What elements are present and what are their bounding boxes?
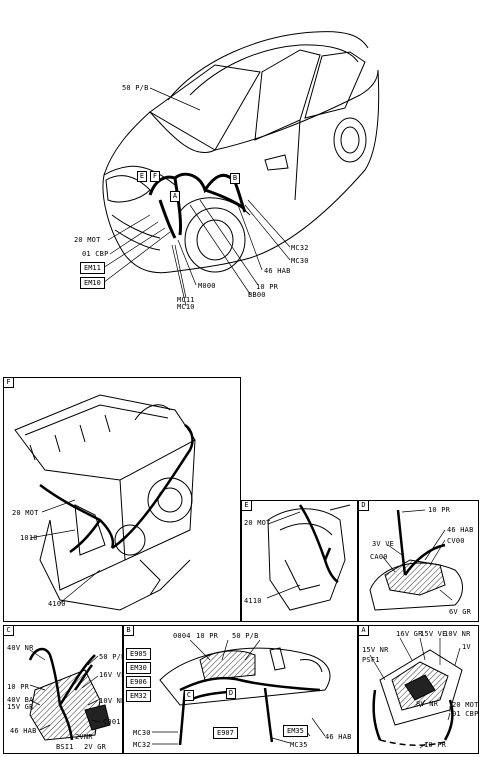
- connector-em30: EM30: [126, 662, 151, 674]
- panel-d-label-3v-ve: 3V VE: [372, 540, 395, 548]
- panel-a-label-15v-ve: 15V VE: [420, 630, 447, 638]
- panel-d-label-10-pr: 10 PR: [428, 506, 451, 514]
- label-20-mot: 20 MOT: [74, 236, 101, 244]
- panel-d-label-ca00: CA00: [370, 553, 388, 561]
- panel-c-letter: C: [4, 626, 14, 636]
- panel-c-label-2v-gr: 2V GR: [84, 743, 107, 751]
- panel-b-label-10-pr: 10 PR: [196, 632, 219, 640]
- connector-e907: E907: [213, 727, 238, 739]
- panel-a-label-15v-nr: 15V NR: [362, 646, 389, 654]
- tag-a: A: [170, 191, 180, 202]
- label-mc10: MC10: [177, 303, 195, 311]
- panel-c-label-50-pb: 50 P/B: [99, 653, 126, 661]
- label-mc11: MC11: [177, 296, 195, 304]
- panel-a-label-01-cbp: 01 CBP: [452, 710, 479, 718]
- label-10-pr: 10 PR: [256, 283, 279, 291]
- tag-e: E: [137, 171, 147, 182]
- panel-b-label-46-hab: 46 HAB: [325, 733, 352, 741]
- panel-a-label-10v-nr: 10V NR: [444, 630, 471, 638]
- panel-b-label-mc32: MC32: [133, 741, 151, 749]
- panel-c-label-40v-ba: 40V BA: [7, 696, 34, 704]
- label-mc32: MC32: [291, 244, 309, 252]
- panel-a-label-psf1: PSF1: [362, 656, 380, 664]
- connector-e906: E906: [126, 676, 151, 688]
- panel-f: F: [3, 377, 241, 622]
- label-46-hab: 46 HAB: [264, 267, 291, 275]
- connector-em10: EM10: [80, 277, 105, 289]
- panel-c-label-40v-nr: 40V NR: [7, 644, 34, 652]
- label-01-cbp: 01 CBP: [82, 250, 109, 258]
- tag-c: C: [184, 690, 194, 701]
- panel-a-label-16v-gr: 16V GR: [396, 630, 423, 638]
- panel-e-label-20-mot: 20 MOT: [244, 519, 271, 527]
- panel-c-label-bsi1: BSI1: [56, 743, 74, 751]
- vehicle-overview-drawing: [102, 31, 380, 307]
- panel-a-label-20-mot: 20 MOT: [452, 701, 479, 709]
- panel-c-label-10v-nr: 10V NR: [99, 697, 126, 705]
- panel-f-letter: F: [4, 378, 14, 388]
- panel-d-label-cv00: CV00: [447, 537, 465, 545]
- panel-c-label-10-pr: 10 PR: [7, 683, 30, 691]
- tag-f: F: [150, 171, 160, 182]
- panel-f-label-4100: 4100: [48, 600, 66, 608]
- tag-d: D: [226, 688, 236, 699]
- panel-c-label-2vnr: 2VNR: [75, 733, 93, 741]
- panel-b-label-50-pb: 50 P/B: [232, 632, 259, 640]
- label-m000: M000: [198, 282, 216, 290]
- panel-f-label-1010: 1010: [20, 534, 38, 542]
- connector-em11: EM11: [80, 262, 105, 274]
- panel-a-letter: A: [359, 626, 369, 636]
- panel-c-label-c001: C001: [103, 718, 121, 726]
- label-50-pb: 50 P/B: [122, 84, 149, 92]
- panel-d-letter: D: [359, 501, 369, 511]
- panel-b-letter: B: [124, 626, 134, 636]
- panel-b-label-0004: 0004: [173, 632, 191, 640]
- panel-a-label-8v-nr: 8V NR: [416, 700, 439, 708]
- panel-e-letter: E: [242, 501, 252, 511]
- label-bb00: BB00: [248, 291, 266, 299]
- label-mc30: MC30: [291, 257, 309, 265]
- panel-e: E: [241, 500, 358, 622]
- panel-c-label-46-hab: 46 HAB: [10, 727, 37, 735]
- connector-em32: EM32: [126, 690, 151, 702]
- panel-d-label-46-hab: 46 HAB: [447, 526, 474, 534]
- panel-c-label-15v-gr: 15V GR: [7, 703, 34, 711]
- panel-a-label-1v: 1V: [462, 643, 471, 651]
- connector-em35: EM35: [283, 725, 308, 737]
- panel-d-label-6v-gr: 6V GR: [449, 608, 472, 616]
- connector-e905: E905: [126, 648, 151, 660]
- panel-b-label-mc30: MC30: [133, 729, 151, 737]
- vehicle-overview-frame: [3, 4, 479, 374]
- panel-f-label-20-mot: 20 MOT: [12, 509, 39, 517]
- panel-c-label-16v-ve: 16V VE: [99, 671, 126, 679]
- tag-b: B: [230, 173, 240, 184]
- panel-a-label-10-pr: 10 PR: [424, 741, 447, 749]
- panel-b-label-mc35: MC35: [290, 741, 308, 749]
- panel-e-label-4110: 4110: [244, 597, 262, 605]
